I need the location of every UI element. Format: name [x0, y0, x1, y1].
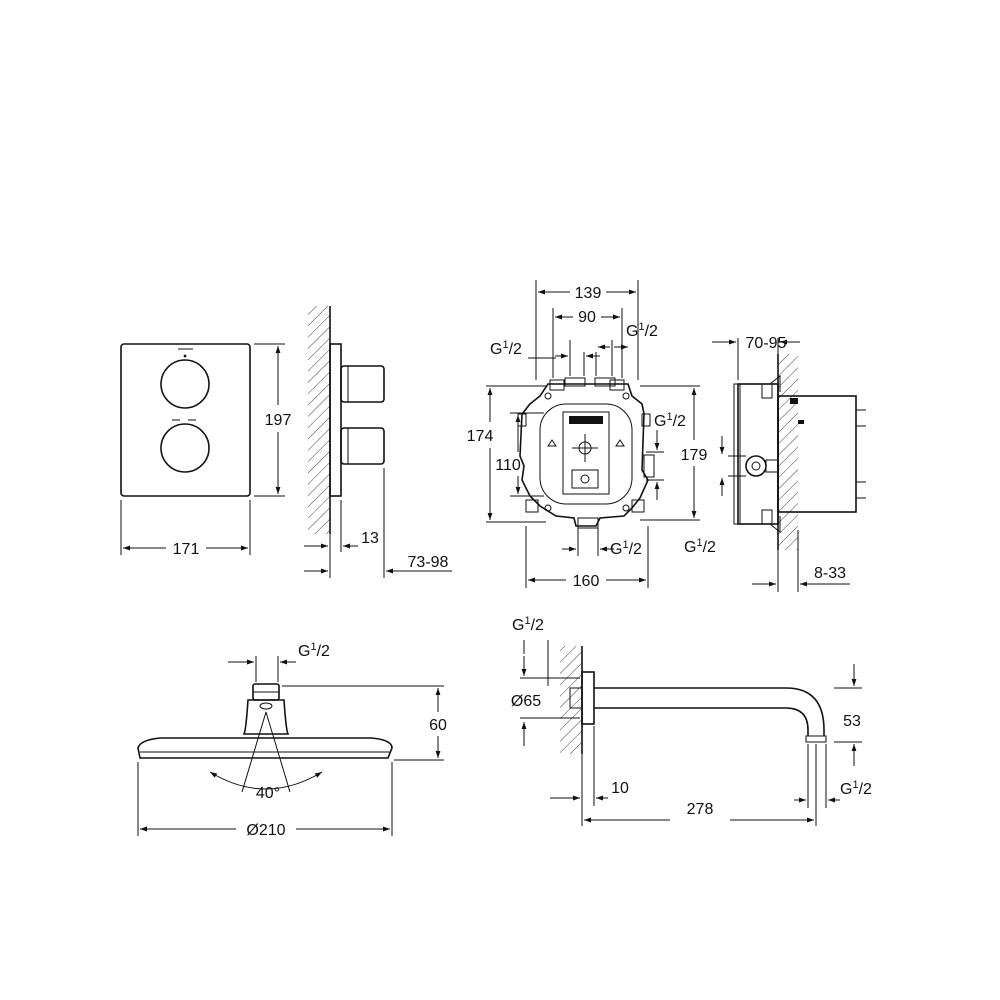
thread-box-right: G1/2 [654, 411, 686, 430]
dim-thermostat-depth: 73-98 [408, 554, 449, 571]
box-housing [519, 383, 649, 527]
box-side-view: 70-95 G1/2 8-33 [684, 335, 866, 592]
head-angle-label: 40° [256, 785, 280, 802]
dim-box-inner-width: 90 [578, 309, 596, 326]
dim-head-diameter: Ø210 [246, 822, 285, 839]
side-knob-upper [340, 365, 385, 403]
dim-box-depth-top: 70-95 [746, 335, 787, 352]
thread-arm-end: G1/2 [840, 779, 872, 798]
arm-pipe [594, 687, 825, 736]
thread-box-side: G1/2 [684, 537, 716, 556]
dim-arm-drop: 53 [843, 713, 861, 730]
head-ball-joint [242, 699, 290, 735]
thread-head: G1/2 [298, 641, 330, 660]
side-cylinder [777, 395, 857, 513]
dim-thermostat-width: 171 [173, 541, 200, 558]
thread-box-bottom: G1/2 [610, 539, 642, 558]
thread-box-top-left: G1/2 [490, 339, 522, 358]
dim-box-overall-height: 174 [467, 428, 494, 445]
dim-box-outer-width: 139 [575, 285, 602, 302]
dim-box-overall-width: 160 [573, 573, 600, 590]
dim-arm-wall-gap: 10 [611, 780, 629, 797]
side-plate [329, 343, 342, 497]
side-knob-lower [340, 427, 385, 465]
dim-box-depth-bottom: 8-33 [814, 565, 846, 582]
box-front-view: 139 90 G1/2 G1/2 174 110 [467, 280, 708, 590]
shower-arm-view: G1/2 Ø65 53 10 278 G1/2 [511, 615, 872, 826]
faceplate [120, 343, 251, 497]
dim-thermostat-projection: 13 [361, 530, 379, 547]
dim-arm-length: 278 [687, 801, 714, 818]
shower-head-view: 40° G1/2 60 Ø210 [137, 641, 447, 839]
upper-knob [160, 359, 210, 409]
dim-arm-rosette: Ø65 [511, 693, 541, 710]
thread-box-top-right: G1/2 [626, 321, 658, 340]
dim-box-inner-height: 110 [495, 457, 521, 474]
dim-head-height: 60 [429, 717, 447, 734]
thermostat-front-view: 171 197 [120, 343, 292, 558]
thermostat-side-view: 13 73-98 [304, 306, 452, 578]
dim-box-height-right: 179 [681, 447, 708, 464]
head-disk [137, 737, 393, 759]
lower-knob [160, 423, 210, 473]
side-housing [737, 383, 779, 525]
arm-rosette [581, 671, 595, 725]
thread-arm-top: G1/2 [512, 615, 544, 634]
dim-thermostat-height: 197 [265, 412, 292, 429]
